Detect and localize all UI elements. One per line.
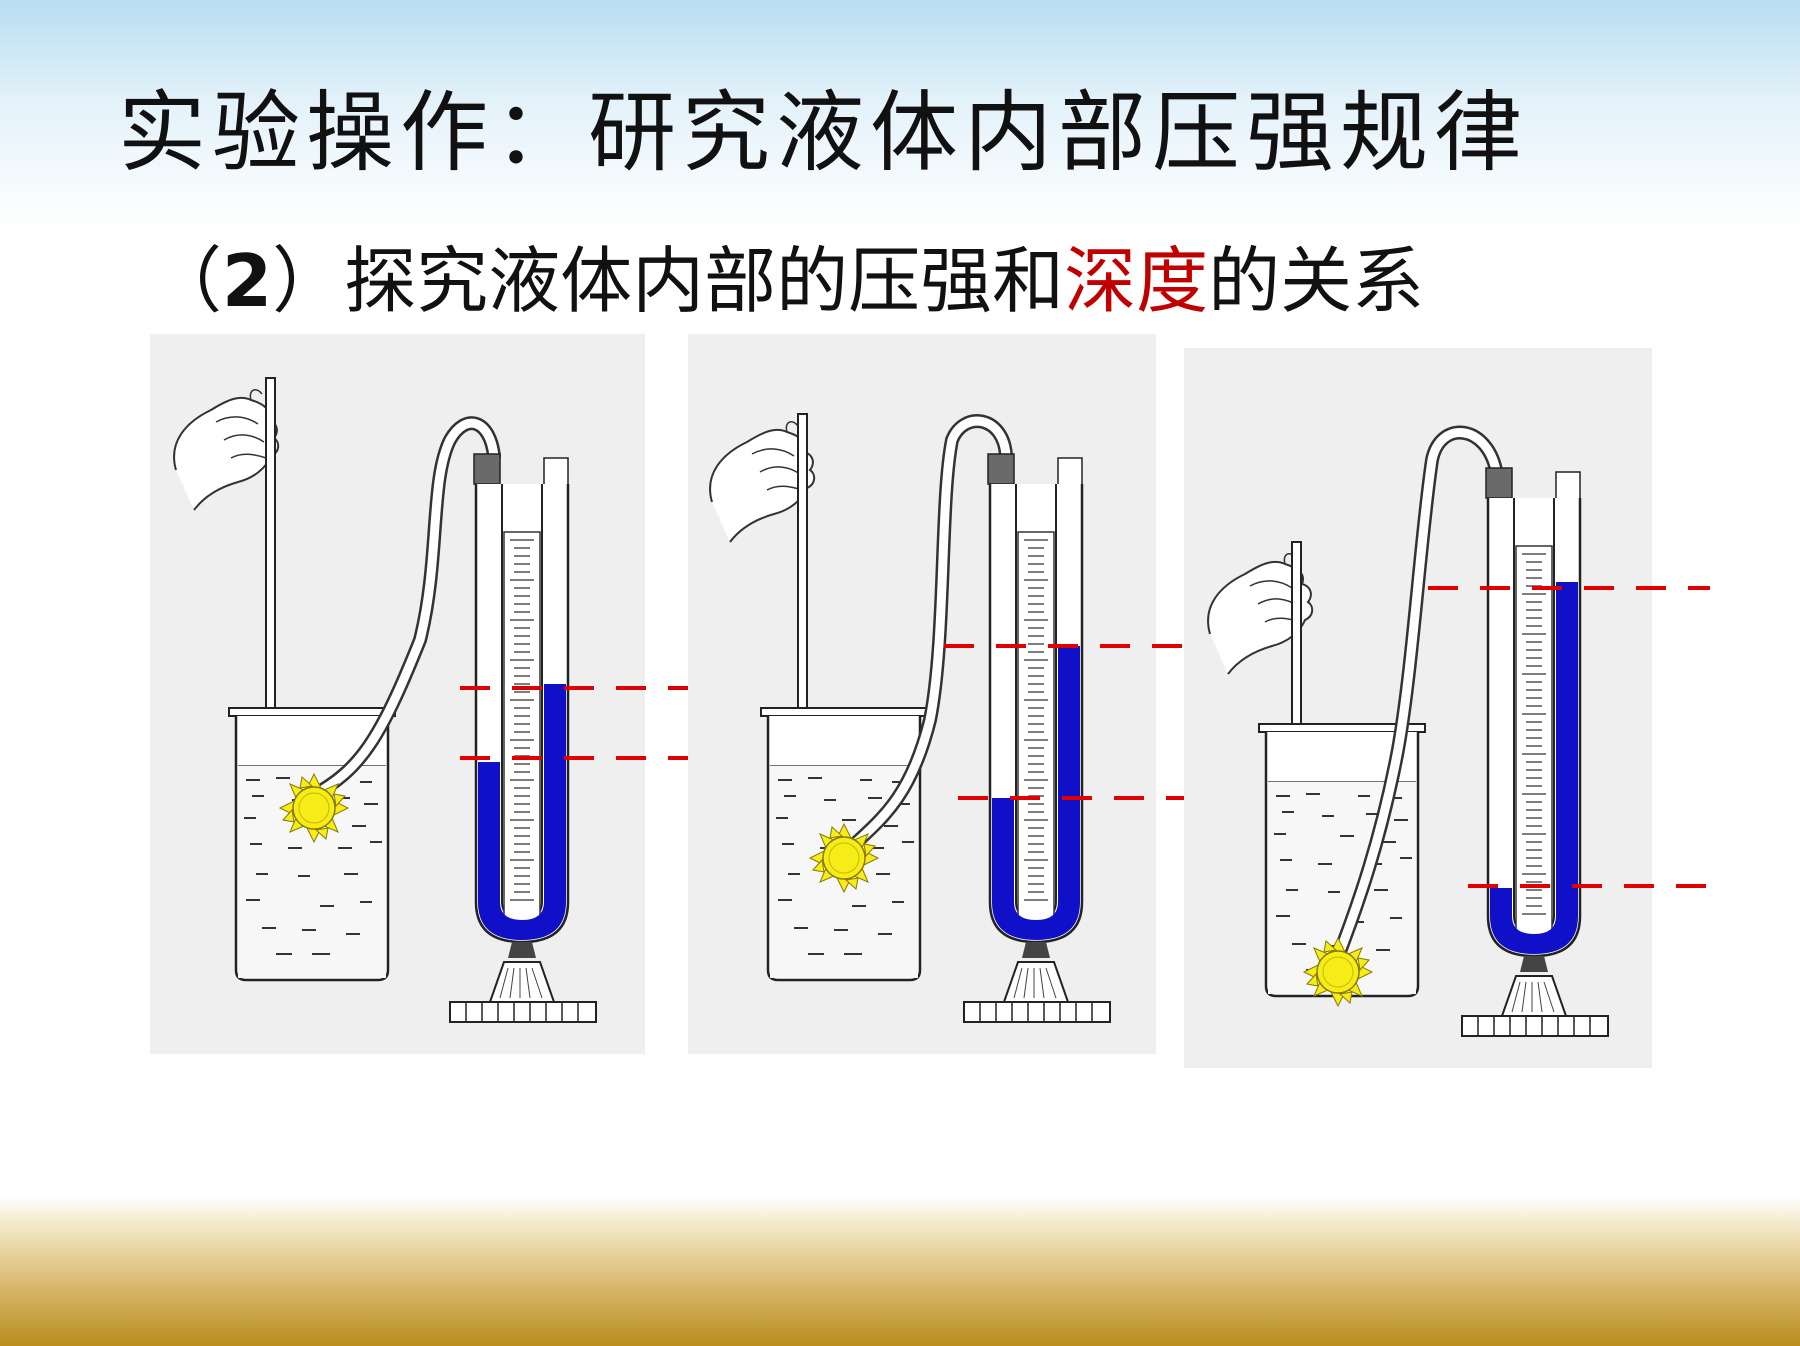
level-lines-panel-3 bbox=[1428, 586, 1710, 888]
panel-1 bbox=[150, 334, 690, 1054]
u-tube-manometer-icon bbox=[448, 452, 598, 1024]
subtitle-close-paren: ） bbox=[272, 239, 345, 323]
probe-icon bbox=[809, 823, 879, 893]
subtitle-highlight: 深度 bbox=[1064, 239, 1209, 323]
footer-gradient bbox=[0, 1196, 1800, 1346]
slide-subtitle: （2）探究液体内部的压强和深度的关系 bbox=[150, 236, 1750, 326]
probe-icon bbox=[1303, 937, 1373, 1007]
u-tube-manometer-icon bbox=[1460, 466, 1610, 1038]
subtitle-text-before: 探究液体内部的压强和 bbox=[344, 239, 1065, 323]
level-lines-panel-2 bbox=[944, 644, 1184, 800]
subtitle-text-after: 的关系 bbox=[1208, 239, 1425, 323]
header-gradient bbox=[0, 0, 1800, 230]
u-tube-manometer-icon bbox=[962, 452, 1112, 1024]
subtitle-open-paren: （ bbox=[150, 239, 223, 323]
probe-icon bbox=[279, 773, 349, 843]
panel-2 bbox=[688, 334, 1184, 1054]
panel-3 bbox=[1184, 348, 1710, 1068]
subtitle-number: 2 bbox=[222, 239, 273, 323]
slide-title: 实验操作：研究液体内部压强规律 bbox=[118, 81, 1529, 184]
level-lines-panel-1 bbox=[460, 686, 690, 760]
